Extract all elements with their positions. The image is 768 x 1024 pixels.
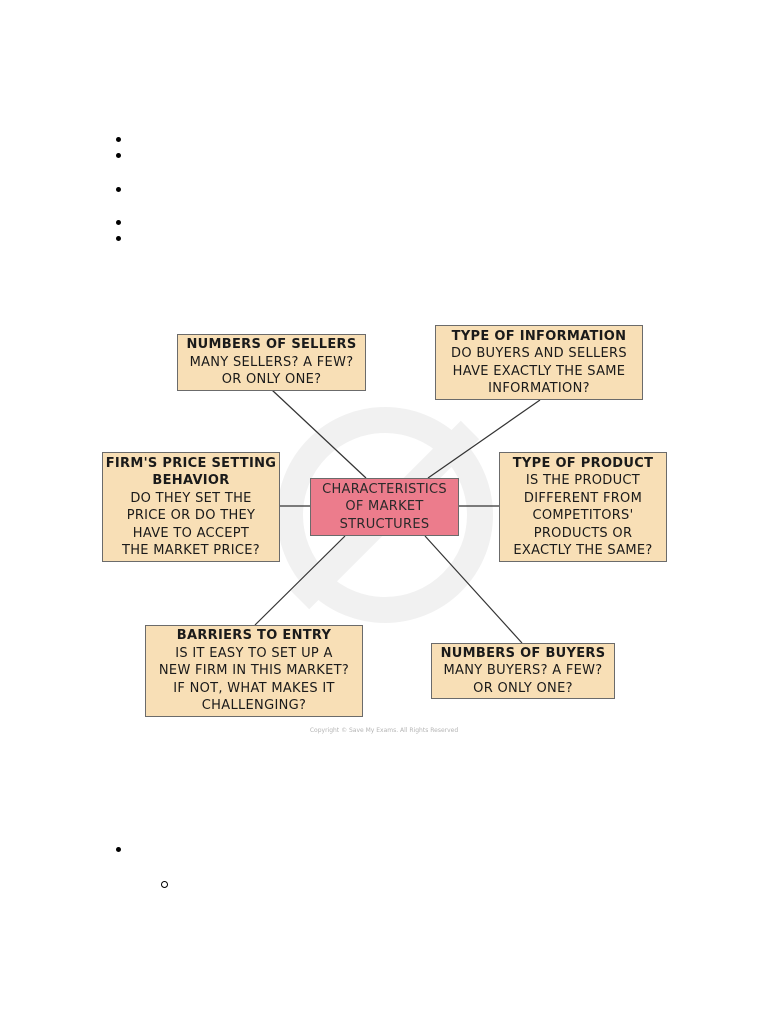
connector-buyers xyxy=(424,535,523,644)
list-bullet xyxy=(116,153,121,158)
node-body: DO THEY SET THE PRICE OR DO THEY HAVE TO… xyxy=(121,490,260,559)
node-title: TYPE OF PRODUCT xyxy=(512,455,654,471)
node-title: NUMBERS OF SELLERS xyxy=(186,337,357,353)
list-bullet xyxy=(116,847,121,852)
list-bullet xyxy=(116,220,121,225)
sub-list-bullet xyxy=(161,881,168,888)
node-body: IS IT EASY TO SET UP A NEW FIRM IN THIS … xyxy=(158,645,350,714)
node-title: FIRM'S PRICE SETTING BEHAVIOR xyxy=(105,455,277,489)
node-numbers-of-buyers: NUMBERS OF BUYERS MANY BUYERS? A FEW? OR… xyxy=(431,643,615,699)
node-type-of-product: TYPE OF PRODUCT IS THE PRODUCT DIFFERENT… xyxy=(499,452,667,562)
node-title: BARRIERS TO ENTRY xyxy=(176,628,332,644)
node-body: MANY BUYERS? A FEW? OR ONLY ONE? xyxy=(443,663,603,696)
list-bullet xyxy=(116,137,121,142)
connector-barriers xyxy=(254,535,346,626)
list-bullet xyxy=(116,187,121,192)
node-title: NUMBERS OF BUYERS xyxy=(440,645,606,661)
node-numbers-of-sellers: NUMBERS OF SELLERS MANY SELLERS? A FEW? … xyxy=(177,334,366,391)
center-label: CHARACTERISTICS OF MARKET STRUCTURES xyxy=(322,481,447,532)
connector-information xyxy=(427,399,541,479)
node-body: DO BUYERS AND SELLERS HAVE EXACTLY THE S… xyxy=(451,346,627,396)
node-barriers-to-entry: BARRIERS TO ENTRY IS IT EASY TO SET UP A… xyxy=(145,625,363,717)
node-price-setting-behavior: FIRM'S PRICE SETTING BEHAVIOR DO THEY SE… xyxy=(102,452,280,562)
node-title: TYPE OF INFORMATION xyxy=(451,328,627,344)
node-type-of-information: TYPE OF INFORMATION DO BUYERS AND SELLER… xyxy=(435,325,643,400)
list-bullet xyxy=(116,236,121,241)
connector-sellers xyxy=(271,389,367,479)
connector-lines xyxy=(254,389,541,644)
copyright-notice: Copyright © Save My Exams. All Rights Re… xyxy=(309,727,459,734)
node-body: IS THE PRODUCT DIFFERENT FROM COMPETITOR… xyxy=(513,473,653,558)
node-body: MANY SELLERS? A FEW? OR ONLY ONE? xyxy=(189,354,354,388)
center-node: CHARACTERISTICS OF MARKET STRUCTURES xyxy=(310,478,459,536)
